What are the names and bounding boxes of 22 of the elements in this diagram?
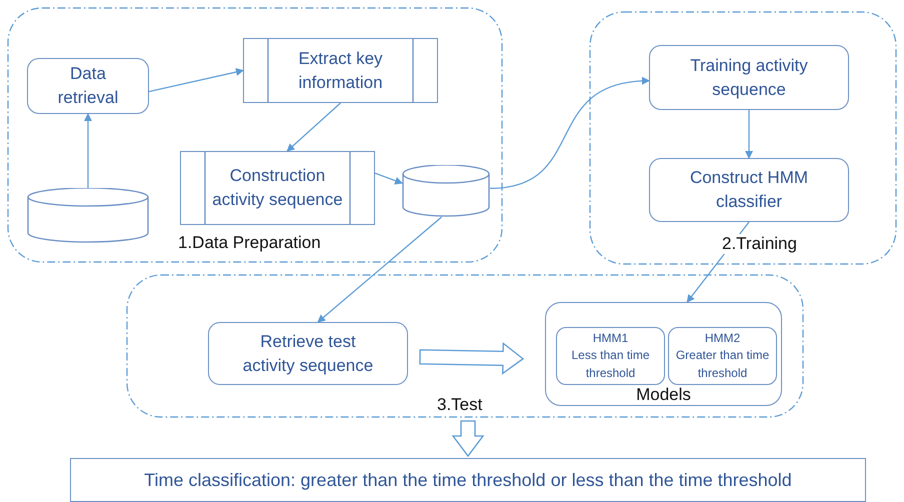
- process-box: Training activity sequence: [649, 45, 849, 110]
- process-box: Extract key information: [243, 38, 438, 103]
- arrow: [374, 172, 403, 185]
- process-box: Construction activity sequence: [180, 151, 375, 225]
- block-arrow: [452, 420, 484, 458]
- models-box: [545, 302, 782, 406]
- model-box: HMM2 Greater than time threshold: [668, 327, 777, 385]
- model-box: HMM1 Less than time threshold: [556, 327, 665, 385]
- process-box: Retrieve test activity sequence: [208, 322, 408, 385]
- arrow: [745, 110, 753, 159]
- block-arrow: [419, 342, 524, 375]
- arrow: [317, 216, 442, 323]
- process-box: Construct HMM classifier: [649, 158, 849, 222]
- result-box: Time classification: greater than the time threshold or less than the time threshold: [70, 458, 866, 502]
- process-box: Data retrieval: [27, 58, 149, 114]
- arrow: [148, 68, 244, 92]
- group-heading: 2.Training: [720, 234, 799, 254]
- arrow: [490, 77, 650, 189]
- arrow: [84, 113, 92, 188]
- arrow: [286, 102, 341, 152]
- models-label: Models: [636, 385, 691, 405]
- group-heading: 1.Data Preparation: [176, 233, 323, 253]
